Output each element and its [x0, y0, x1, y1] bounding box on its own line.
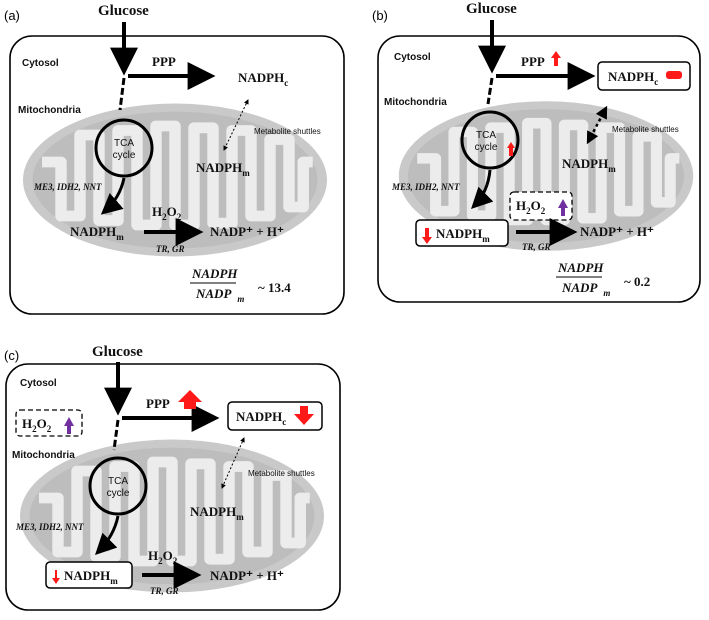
metabolite-shuttles-label: Metabolite shuttles [612, 125, 679, 134]
shuttle-arrow [221, 437, 245, 489]
cytosol-label: Cytosol [20, 378, 57, 389]
metabolite-shuttles-label: Metabolite shuttles [248, 469, 315, 478]
mitochondria-label: Mitochondria [384, 97, 447, 108]
tca-label: TCA [114, 138, 134, 149]
nadph-c-label: NADPHc [238, 70, 288, 88]
glucose-mito-arrow [112, 419, 120, 451]
red-up-arrow-icon [551, 51, 561, 66]
tr-gr-label: TR, GR [150, 586, 179, 596]
enzymes-label: ME3, IDH2, NNT [33, 182, 102, 192]
enzymes-label: ME3, IDH2, NNT [391, 182, 460, 192]
tca-to-nadph-arrow [100, 177, 126, 215]
cycle-label: cycle [113, 150, 136, 161]
tca-cycle-ring [460, 110, 520, 170]
h2o2-label: H2O2 [152, 204, 182, 222]
tca-to-nadph-arrow [471, 169, 494, 209]
nadph-m-label: NADPHm [196, 160, 250, 178]
nadph-c-box [597, 61, 691, 91]
nadph-m-main: NADPHm [436, 226, 490, 244]
nadph-m-box [45, 561, 133, 589]
ratio-value: ~ 13.4 [258, 280, 291, 295]
tca-label: TCA [108, 476, 128, 487]
glucose-label: Glucose [92, 344, 143, 360]
glucose-mito-arrow [118, 77, 126, 111]
cycle-label: cycle [475, 142, 498, 153]
nadph-m-label: NADPHm [190, 504, 244, 522]
glucose-label: Glucose [98, 3, 149, 19]
red-dash-icon [666, 71, 682, 79]
cytosol-h2o2-box [15, 409, 83, 437]
glucose-mito-arrow [486, 77, 494, 105]
red-down-arrow-icon [52, 570, 60, 584]
tr-gr-label: TR, GR [156, 244, 185, 254]
nadph-m-box [415, 219, 509, 247]
panel-label: (b) [372, 8, 388, 23]
cytosol-label: Cytosol [394, 52, 431, 63]
red-down-arrow-icon [422, 228, 432, 244]
tca-cycle-ring [94, 118, 154, 178]
tr-gr-label: TR, GR [522, 242, 551, 252]
metabolite-shuttles-label: Metabolite shuttles [254, 127, 321, 136]
nadp-product-label: NADP⁺ + H⁺ [210, 224, 284, 239]
ratio-numerator: NADPH [557, 260, 604, 275]
glucose-label: Glucose [466, 1, 517, 17]
nadph-m-main: NADPHm [64, 568, 118, 586]
tca-cycle-ring [88, 456, 148, 516]
cytosol-h2o2-label: H2O2 [22, 416, 52, 434]
ratio-value: ~ 0.2 [624, 274, 650, 289]
ppp-label: PPP [146, 396, 170, 411]
nadph-c-label: NADPHc [608, 69, 658, 87]
h2o2-label: H2O2 [516, 198, 546, 216]
red-up-arrow-icon [178, 390, 202, 409]
nadph-m-main: NADPHm [70, 224, 124, 242]
purple-up-arrow-icon [64, 417, 74, 434]
tca-to-nadph-arrow [95, 515, 120, 555]
panel-a: (a) Glucose Cytosol Mitochondria PPP NAD… [4, 3, 345, 315]
mitochondria-label: Mitochondria [12, 450, 75, 461]
panel-b: (b) Glucose Cytosol Mitochondria PPP NAD… [372, 1, 701, 303]
shuttle-arrow [223, 99, 249, 151]
panel-label: (a) [4, 8, 20, 23]
tca-label: TCA [476, 130, 496, 141]
h2o2-box [509, 191, 573, 221]
enzymes-label: ME3, IDH2, NNT [15, 522, 84, 532]
ratio-numerator: NADPH [191, 266, 238, 281]
red-down-arrow-icon [294, 406, 314, 425]
ppp-label: PPP [152, 54, 176, 69]
nadph-m-label: NADPHm [562, 156, 616, 174]
shuttle-arrow [586, 105, 608, 145]
nadp-product-label: NADP⁺ + H⁺ [210, 568, 284, 583]
ppp-label: PPP [521, 54, 545, 69]
cycle-label: cycle [107, 488, 130, 499]
red-up-arrow-icon [507, 142, 515, 156]
panel-label: (c) [4, 348, 19, 363]
panel-c: (c) Glucose Cytosol H2O2 Mitochondria PP… [4, 344, 341, 611]
cytosol-label: Cytosol [22, 58, 59, 69]
mitochondria-label: Mitochondria [18, 105, 81, 116]
nadph-c-label: NADPHc [236, 409, 286, 427]
purple-up-arrow-icon [558, 199, 568, 216]
nadp-product-label: NADP⁺ + H⁺ [580, 224, 654, 239]
nadph-c-box [227, 401, 323, 431]
